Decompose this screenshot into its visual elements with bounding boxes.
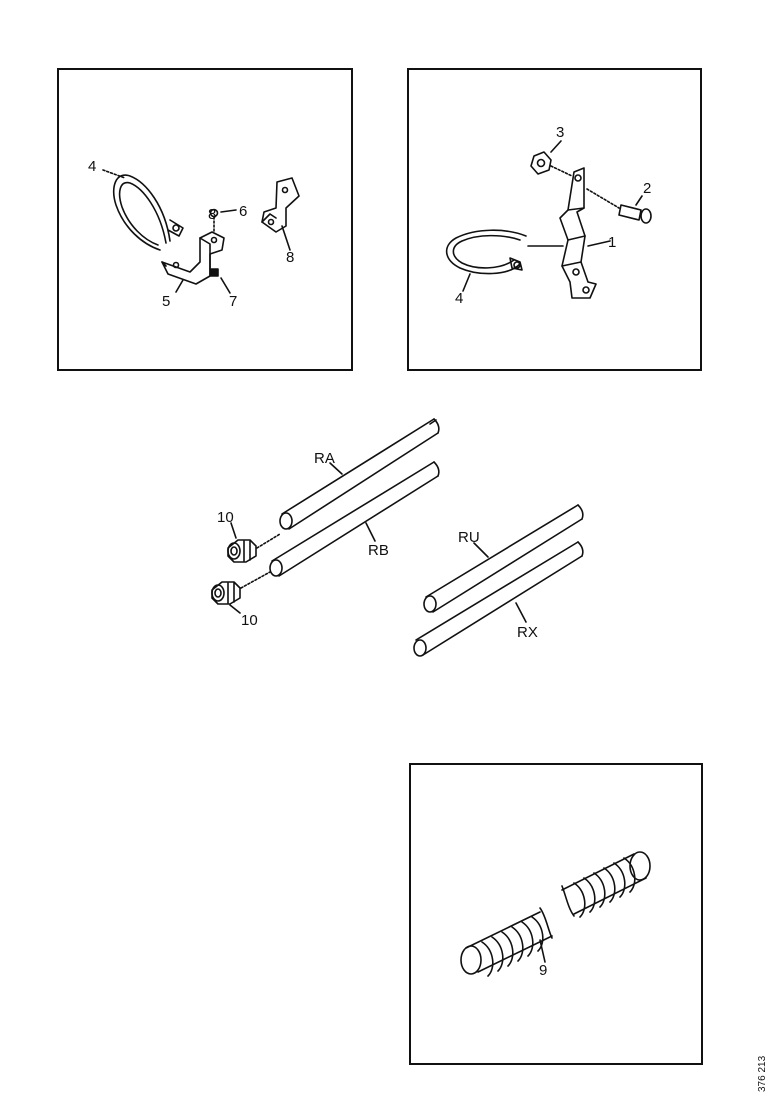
fitting-part-10-upper [227, 533, 281, 563]
callout-8: 8 [286, 249, 294, 266]
panel-clamp-assembly-left [57, 68, 353, 371]
callout-4-right: 4 [455, 290, 463, 307]
callout-10-upper: 10 [217, 509, 234, 526]
pipe-rb [269, 461, 440, 577]
callout-1: 1 [608, 234, 616, 251]
callout-rx: RX [517, 624, 538, 641]
callout-3: 3 [556, 124, 564, 141]
callout-2: 2 [643, 180, 651, 197]
nut-part-7 [210, 268, 219, 277]
pipe-ru [423, 504, 584, 613]
clamp-band-part-4 [112, 174, 184, 251]
callout-rb: RB [368, 542, 389, 559]
pipe-rx [413, 541, 584, 657]
strap-bracket-part-1 [559, 167, 597, 299]
callout-4-left: 4 [88, 158, 96, 175]
drawing-reference-number: 376 213 [757, 1055, 768, 1092]
callout-5: 5 [162, 293, 170, 310]
callout-6: 6 [239, 203, 247, 220]
clamp-band-part-4-right [445, 229, 527, 275]
screw-part-6 [209, 208, 219, 233]
callout-7: 7 [229, 293, 237, 310]
panel-bracket-assembly-right [407, 68, 702, 371]
bolt-part-2 [618, 204, 652, 224]
callout-ru: RU [458, 529, 480, 546]
nut-part-3 [530, 151, 552, 175]
callout-10-lower: 10 [241, 612, 258, 629]
callout-ra: RA [314, 450, 335, 467]
panel-spiral-protector [409, 763, 703, 1065]
bracket-part-5 [161, 231, 225, 285]
pipe-ra [279, 418, 440, 530]
spiral-protector-part-9 [460, 851, 651, 977]
clip-part-8 [261, 177, 300, 233]
fitting-part-10-lower [211, 571, 271, 605]
callout-9: 9 [539, 962, 547, 979]
callout-8-screw: 8 [208, 206, 216, 223]
